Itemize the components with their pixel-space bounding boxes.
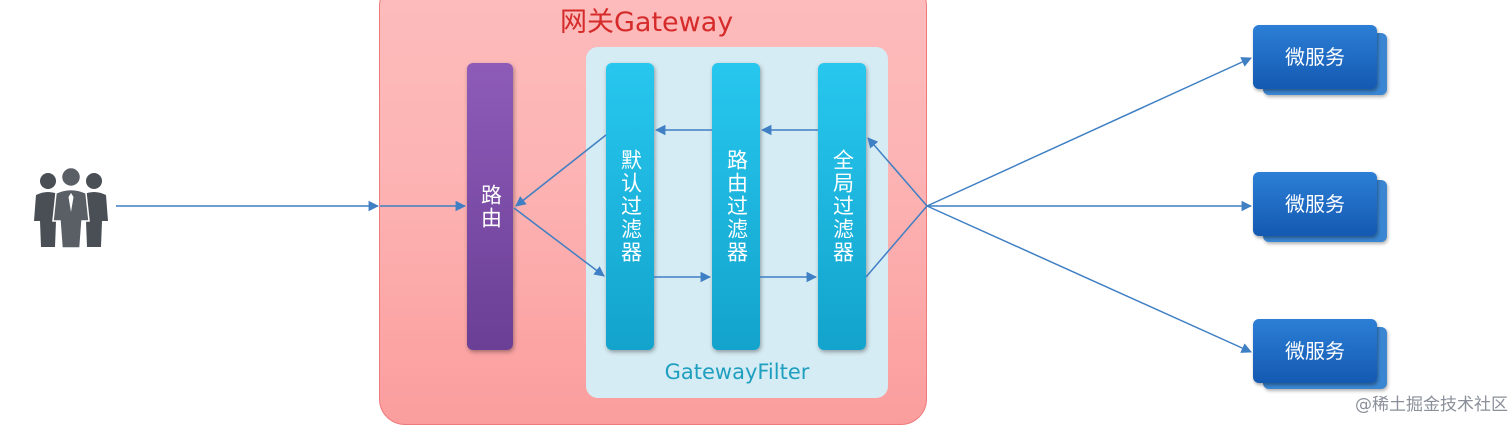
global-filter-label: 全局过滤器	[830, 149, 855, 264]
microservice-label: 微服务	[1253, 319, 1377, 383]
arrow-route-to-default-filter	[513, 207, 605, 277]
route-filter-label: 路由过滤器	[724, 149, 749, 264]
arrow-default-to-route	[515, 134, 607, 207]
microservice-label: 微服务	[1253, 25, 1377, 89]
route-bar-label: 路由	[478, 183, 503, 230]
microservice-label: 微服务	[1253, 172, 1377, 236]
gateway-title: 网关Gateway	[560, 7, 734, 38]
default-filter-label: 默认过滤器	[618, 149, 643, 264]
microservice-box: 微服务	[1253, 319, 1388, 391]
gateway-filter-label: GatewayFilter	[664, 360, 810, 384]
arrow-dispatch-to-ms-1	[926, 57, 1252, 207]
microservice-box: 微服务	[1253, 25, 1388, 97]
default-filter-bar: 默认过滤器	[606, 63, 654, 350]
microservice-box: 微服务	[1253, 172, 1388, 244]
users-group-icon	[34, 166, 108, 249]
route-filter-bar: 路由过滤器	[712, 63, 760, 350]
arrow-dispatch-to-ms-3	[926, 205, 1252, 353]
global-filter-bar: 全局过滤器	[818, 63, 866, 350]
watermark: @稀土掘金技术社区	[1355, 395, 1508, 415]
route-bar: 路由	[467, 63, 513, 350]
arrow-global-to-dispatch	[865, 205, 928, 278]
arrow-dispatch-to-global	[867, 137, 928, 207]
